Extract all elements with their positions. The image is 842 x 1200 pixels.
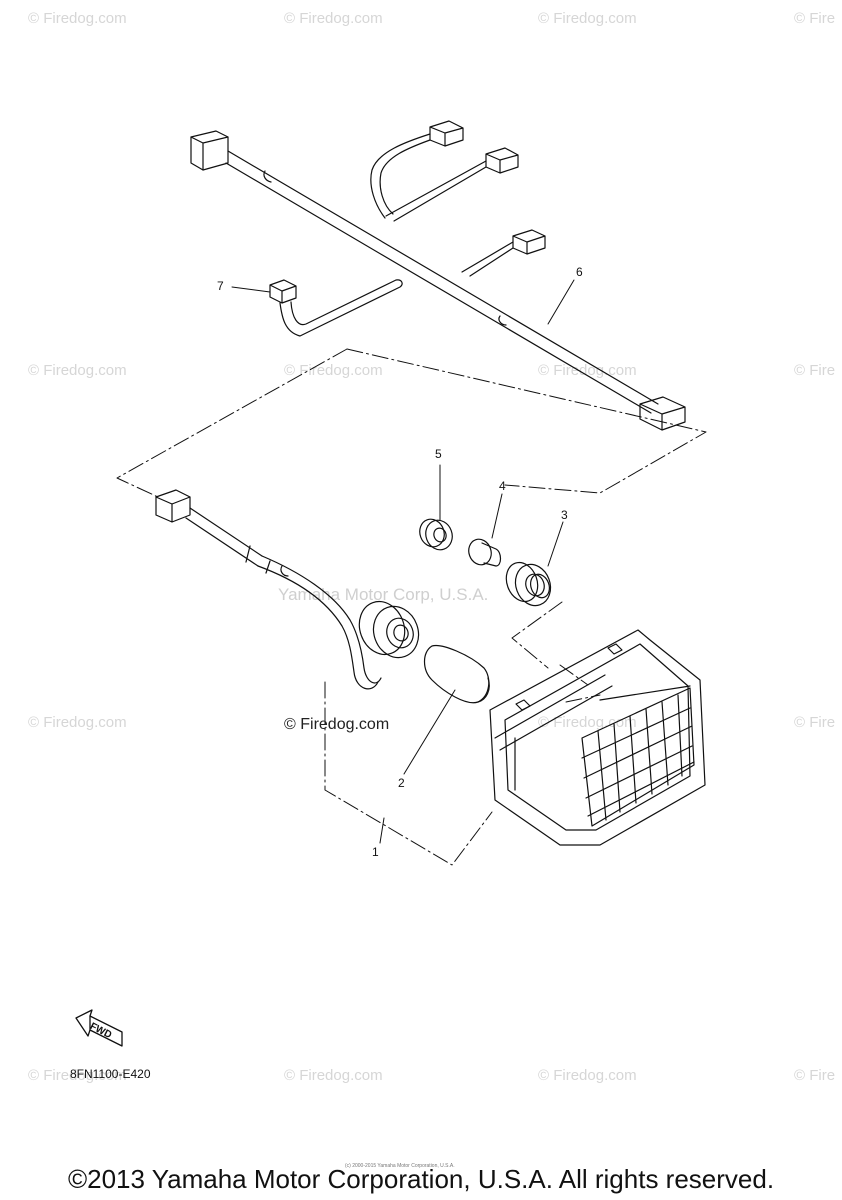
watermark: © Fire [794, 10, 836, 27]
fitting-4 [468, 538, 502, 567]
watermark: © Firedog.com [28, 362, 127, 379]
watermark: © Firedog.com [538, 362, 637, 379]
watermark: © Firedog.com [284, 1067, 383, 1084]
callout-5: 5 [435, 447, 442, 461]
callout-2: 2 [398, 776, 405, 790]
callout-6: 6 [576, 265, 583, 279]
bulb-socket [358, 600, 420, 659]
watermark: © Firedog.com [538, 714, 637, 731]
fwd-arrow-icon [75, 1009, 123, 1047]
watermark: © Firedog.com [284, 362, 383, 379]
watermark: © Fire [794, 362, 836, 379]
callout-4: 4 [499, 479, 506, 493]
small-copyright: (c) 2000-2015 Yamaha Motor Corporation, … [345, 1163, 455, 1169]
tail-light [489, 629, 706, 846]
watermark: © Firedog.com [28, 10, 127, 27]
watermark: © Firedog.com [284, 10, 383, 27]
diagram-code: 8FN1100-E420 [70, 1067, 151, 1081]
watermark: © Firedog.com [538, 1067, 637, 1084]
watermark: © Firedog.com [28, 1067, 127, 1084]
watermark: © Firedog.com [28, 714, 127, 731]
watermark: © Fire [794, 714, 836, 731]
watermark: © Firedog.com [538, 10, 637, 27]
wire-harness [190, 120, 686, 431]
grommet-3 [505, 561, 552, 607]
callout-1: 1 [372, 845, 379, 859]
bulb [423, 644, 490, 704]
sub-harness [269, 279, 403, 337]
grommet-5 [419, 518, 453, 551]
inline-watermark: © Firedog.com [284, 716, 390, 733]
callout-3: 3 [561, 508, 568, 522]
watermark: © Fire [794, 1067, 836, 1084]
footer-copyright: ©2013 Yamaha Motor Corporation, U.S.A. A… [67, 1164, 775, 1194]
socket-cord [155, 489, 382, 690]
callout-7: 7 [217, 279, 224, 293]
center-watermark: Yamaha Motor Corp, U.S.A. [278, 585, 489, 604]
